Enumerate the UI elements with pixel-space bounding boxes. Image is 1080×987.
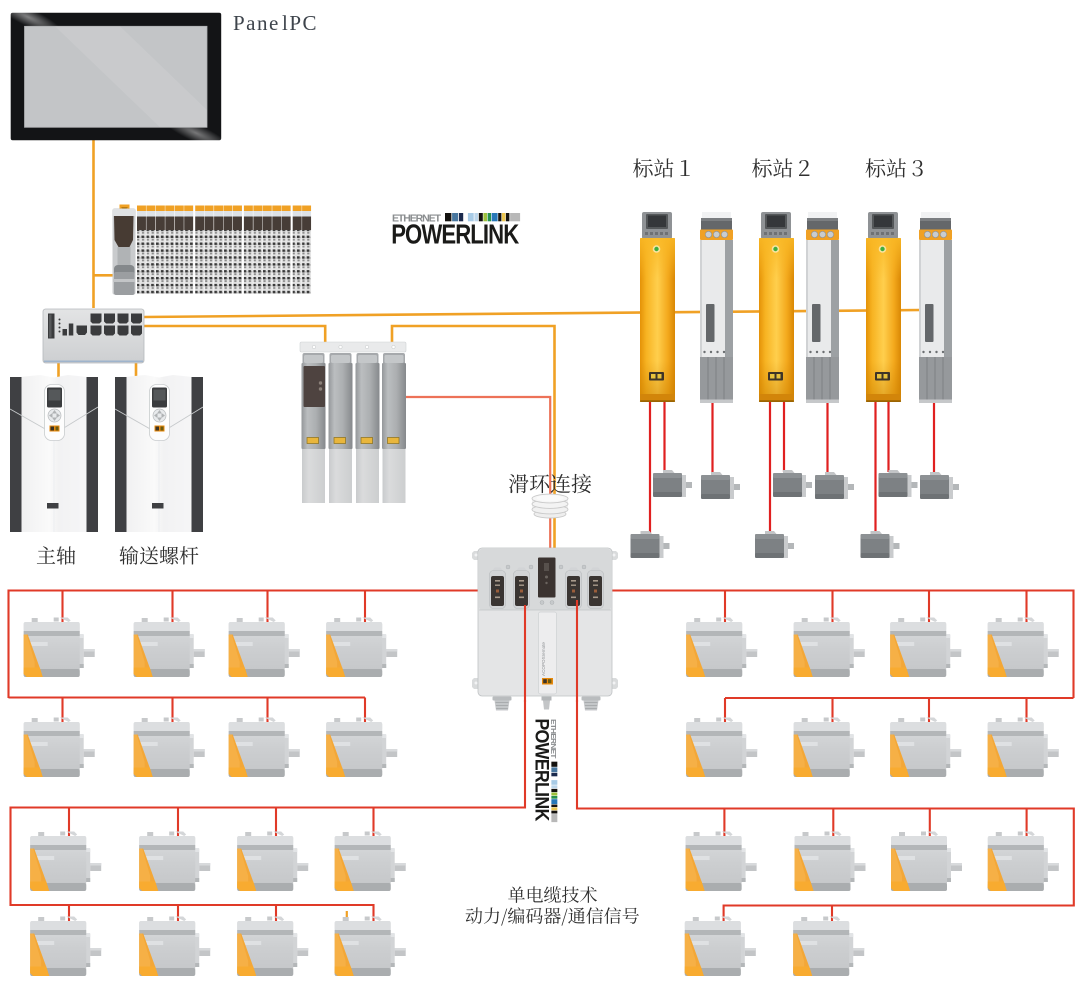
svg-text:lPC: lPC xyxy=(282,11,318,35)
svg-text:ACOPOSremote: ACOPOSremote xyxy=(541,642,546,676)
svg-text:Pane: Pane xyxy=(233,11,280,35)
